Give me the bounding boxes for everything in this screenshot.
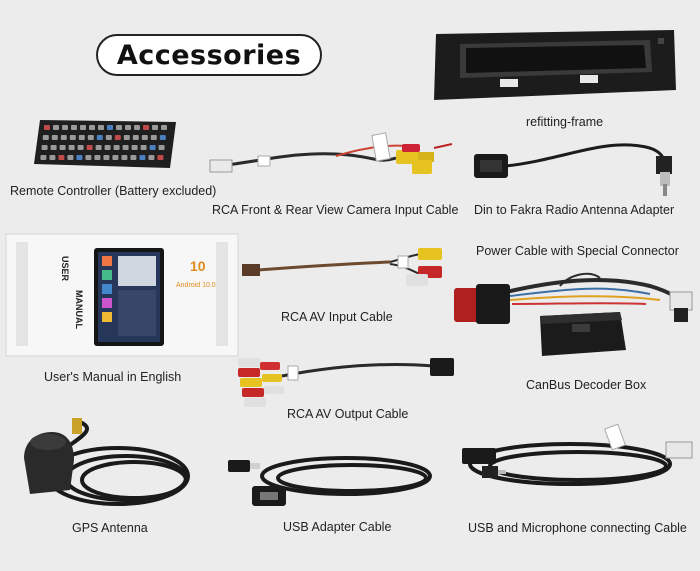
manual-side-text-2: MANUAL — [74, 290, 84, 329]
power-cable-image — [450, 264, 696, 342]
usb-mic-cable-label: USB and Microphone connecting Cable — [468, 521, 687, 535]
manual-brand-number: 10 — [190, 258, 206, 274]
refitting-frame-label: refitting-frame — [526, 115, 604, 129]
rca-camera-cable-image — [206, 130, 456, 190]
rca-av-output-cable-label: RCA AV Output Cable — [287, 407, 409, 421]
usb-mic-cable-image — [460, 422, 696, 492]
gps-antenna-label: GPS Antenna — [72, 521, 148, 535]
page-title-text: Accessories — [116, 39, 302, 71]
users-manual-label: User's Manual in English — [44, 370, 182, 384]
refitting-frame-image — [430, 28, 678, 104]
usb-adapter-cable-image — [226, 446, 446, 512]
remote-controller-image — [32, 118, 178, 170]
manual-side-text-1: USER — [60, 256, 70, 282]
rca-av-output-cable-image — [234, 352, 460, 412]
fakra-adapter-image — [470, 136, 690, 200]
rca-av-input-cable-label: RCA AV Input Cable — [281, 310, 393, 324]
power-cable-label: Power Cable with Special Connector — [476, 244, 679, 258]
canbus-box-label: CanBus Decoder Box — [526, 378, 647, 392]
page-title: Accessories — [96, 34, 322, 76]
usb-adapter-cable-label: USB Adapter Cable — [283, 520, 392, 534]
rca-av-input-cable-image — [240, 246, 450, 290]
gps-antenna-image — [18, 418, 208, 518]
users-manual-image — [5, 233, 239, 358]
rca-camera-cable-label: RCA Front & Rear View Camera Input Cable — [212, 203, 459, 217]
fakra-adapter-label: Din to Fakra Radio Antenna Adapter — [474, 203, 675, 217]
remote-controller-label: Remote Controller (Battery excluded) — [10, 184, 217, 198]
canbus-box-image — [534, 306, 630, 360]
manual-brand-text: Android 10.0 — [176, 282, 216, 289]
